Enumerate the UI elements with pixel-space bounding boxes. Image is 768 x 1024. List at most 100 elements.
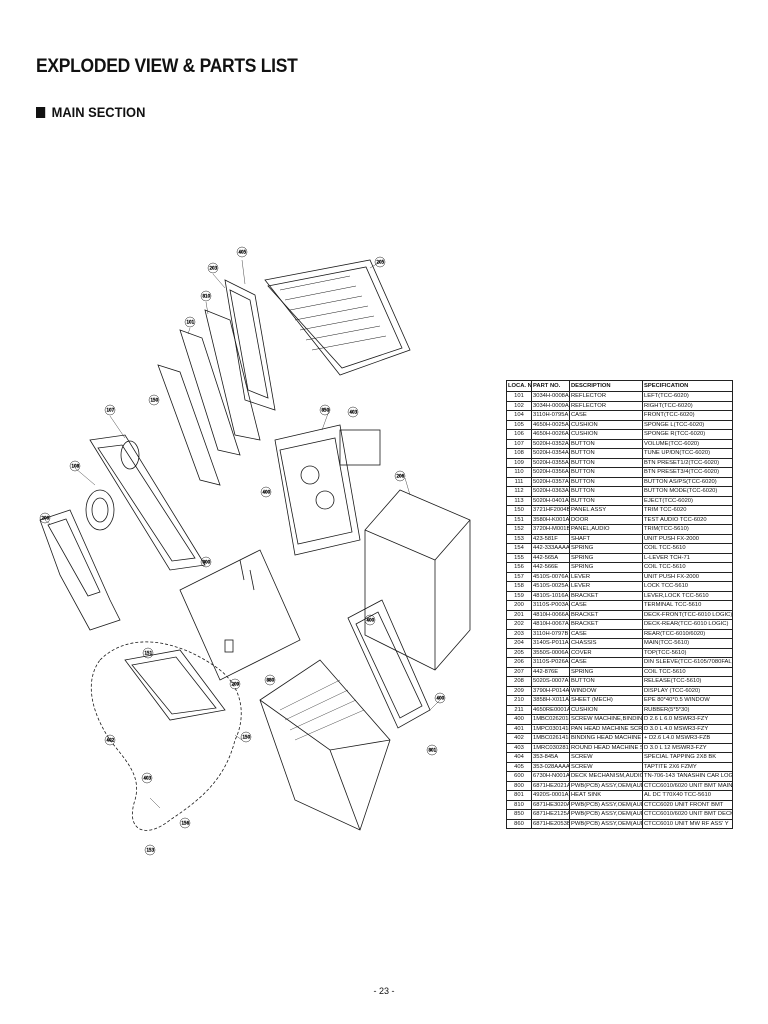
table-header-row: LOCA. NO. PART NO. DESCRIPTION SPECIFICA…: [506, 380, 733, 392]
table-cell: 158: [506, 581, 532, 592]
table-cell: TRIM TCC-6020: [642, 505, 733, 516]
table-cell: 203: [506, 628, 532, 639]
table-cell: CUSHION: [569, 419, 643, 430]
table-cell: 442-876E: [531, 666, 570, 677]
table-cell: 107: [506, 438, 532, 449]
table-cell: 1MBC0262018: [531, 714, 570, 725]
table-cell: 5020H-0357A: [531, 476, 570, 487]
table-cell: CASE: [569, 657, 643, 668]
page-title: EXPLODED VIEW & PARTS LIST: [36, 56, 298, 77]
table-cell: PWB(PCB) ASSY,OEM(AUDIO): [569, 799, 643, 810]
table-cell: BUTTON MODE(TCC-6020): [642, 486, 733, 497]
table-cell: 102: [506, 400, 532, 411]
table-cell: 800: [506, 780, 532, 791]
table-cell: 106: [506, 429, 532, 440]
table-cell: D 2.6 L 6.0 MSWR3-FZY: [642, 714, 733, 725]
table-cell: TRIM(TCC-5610): [642, 524, 733, 535]
column-header: LOCA. NO.: [506, 380, 532, 392]
svg-text:150: 150: [243, 735, 251, 740]
table-cell: 5020H-0355A: [531, 457, 570, 468]
table-cell: BUTTON: [569, 457, 643, 468]
table-cell: RUBBER(5*5*30): [642, 704, 733, 715]
table-cell: 210: [506, 695, 532, 706]
table-cell: LEVER: [569, 581, 643, 592]
table-cell: CTCC6010 UNIT MW RF ASS' Y: [642, 818, 733, 829]
svg-text:153: 153: [147, 848, 155, 853]
table-cell: 113: [506, 495, 532, 506]
table-cell: 423-581F: [531, 533, 570, 544]
table-cell: 211: [506, 704, 532, 715]
svg-text:200: 200: [42, 516, 50, 521]
table-cell: CUSHION: [569, 704, 643, 715]
table-cell: RELEASE(TCC-5610): [642, 676, 733, 687]
svg-text:403: 403: [350, 410, 358, 415]
table-cell: COIL TCC-5610: [642, 666, 733, 677]
table-cell: 850: [506, 809, 532, 820]
svg-text:108: 108: [72, 464, 80, 469]
table-cell: 442-566E: [531, 562, 570, 573]
table-cell: BUTTON: [569, 467, 643, 478]
table-cell: BINDING HEAD MACHINE SCREW +: [569, 733, 643, 744]
table-cell: COIL TCC-5610: [642, 543, 733, 554]
svg-text:101: 101: [187, 320, 195, 325]
table-cell: BTN PRESET3/4(TCC-6020): [642, 467, 733, 478]
table-cell: DIN SLEEVE(TCC-6105/7080FAL): [642, 657, 733, 668]
table-cell: 4650H-0026A: [531, 429, 570, 440]
table-cell: 6730H-N001A: [531, 771, 570, 782]
top-cover-part: [264, 259, 411, 376]
table-cell: 155: [506, 552, 532, 563]
table-cell: 205: [506, 647, 532, 658]
table-cell: 403: [506, 742, 532, 753]
front-panel-part: [85, 434, 206, 571]
table-cell: SPRING: [569, 552, 643, 563]
table-cell: SPRING: [569, 562, 643, 573]
table-cell: BUTTON: [569, 448, 643, 459]
table-cell: 200: [506, 600, 532, 611]
table-cell: PAN HEAD MACHINE SCREW +: [569, 723, 643, 734]
svg-text:801: 801: [429, 748, 437, 753]
table-cell: TERMINAL TCC-5610: [642, 600, 733, 611]
section-title: MAIN SECTION: [51, 104, 146, 120]
table-cell: PANEL,AUDIO: [569, 524, 643, 535]
svg-text:405: 405: [239, 250, 247, 255]
table-cell: EJECT(TCC-6020): [642, 495, 733, 506]
table-cell: 4810H-0066A: [531, 609, 570, 620]
table-cell: SPONGE L(TCC-6020): [642, 419, 733, 430]
table-cell: SCREW MACHINE,BINDING HEAD: [569, 714, 643, 725]
table-cell: BRACKET: [569, 609, 643, 620]
table-cell: CTCC6010/6020 UNIT BMT MAIN A: [642, 780, 733, 791]
table-cell: 204: [506, 638, 532, 649]
table-cell: CASE: [569, 628, 643, 639]
trim-panel-part: [39, 509, 121, 631]
table-cell: SHEET (MECH): [569, 695, 643, 706]
table-cell: EPE 80*40*0.5 WINDOW: [642, 695, 733, 706]
table-cell: D 3.0 L 12 MSWR3-FZY: [642, 742, 733, 753]
svg-text:880: 880: [267, 678, 275, 683]
